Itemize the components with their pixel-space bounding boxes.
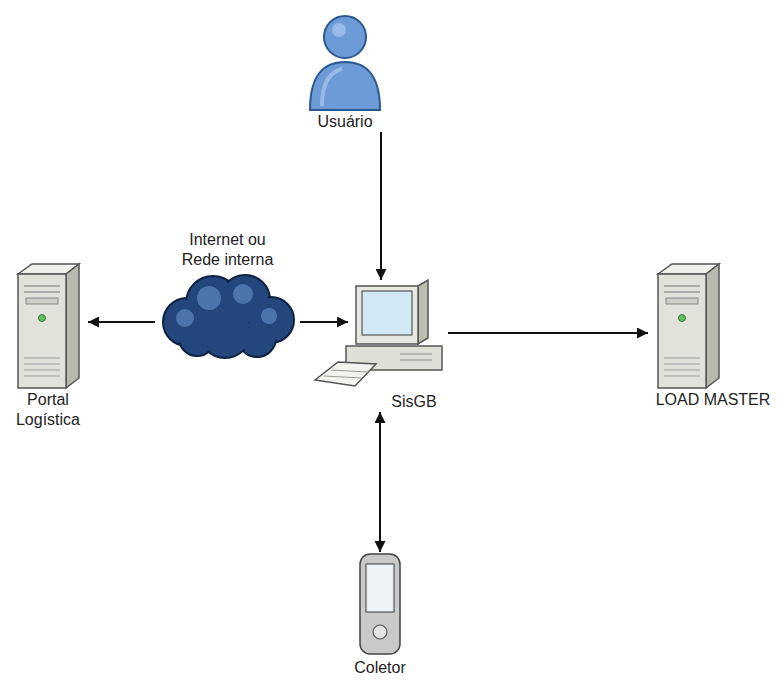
arrow-connector [448, 332, 648, 334]
person-icon [300, 12, 390, 112]
server-icon [656, 262, 721, 390]
diagram-node: SisGB [348, 280, 448, 412]
diagram-node: Coletor [340, 552, 420, 678]
node-label: Usuário [300, 112, 390, 132]
arrow-connector [379, 412, 381, 552]
pda-icon [355, 552, 405, 658]
arrow-connector [380, 132, 382, 280]
node-label: SisGB [348, 392, 448, 412]
node-label: LOAD MASTER [648, 390, 778, 410]
node-label: Internet ou Rede interna [173, 230, 283, 270]
diagram-node: Portal Logística [8, 262, 88, 430]
node-label: Coletor [340, 658, 420, 678]
cloud-icon [157, 270, 297, 362]
arrow-connector [88, 321, 155, 323]
node-label: Portal Logística [8, 390, 88, 430]
diagram-node: Internet ou Rede interna [155, 230, 300, 362]
computer-icon [348, 280, 448, 392]
diagram-node: Usuário [300, 12, 390, 132]
server-icon [16, 262, 81, 390]
diagram-node: LOAD MASTER [648, 262, 778, 410]
arrow-connector [300, 321, 348, 323]
